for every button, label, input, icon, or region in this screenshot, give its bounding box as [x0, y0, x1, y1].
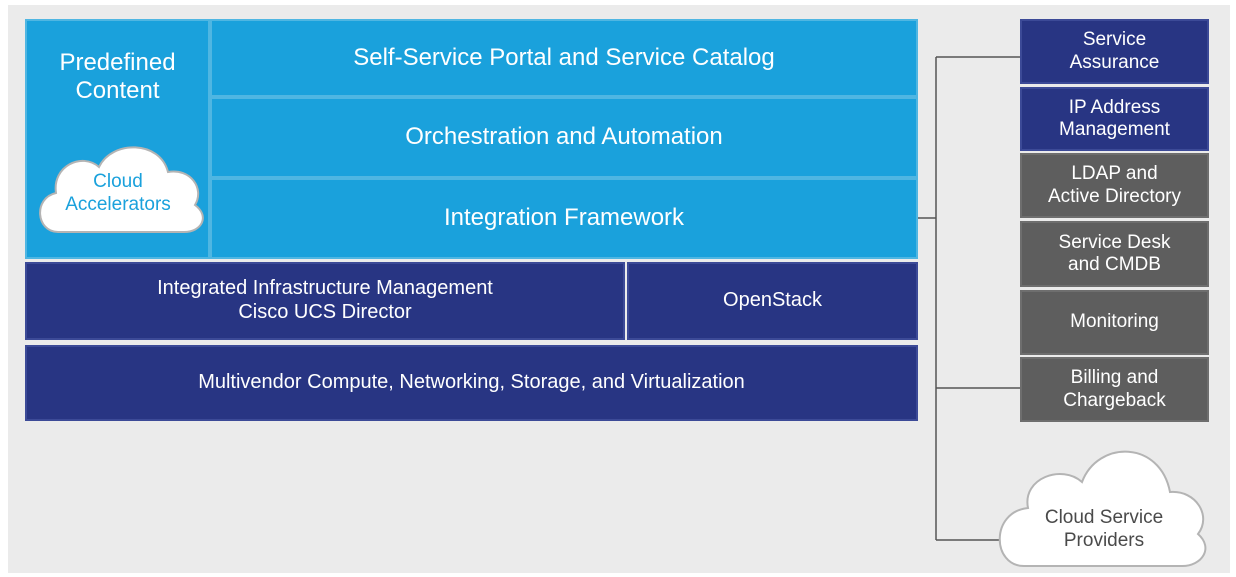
- self-service-portal-layer: Self-Service Portal and Service Catalog: [210, 19, 918, 97]
- predefined-line2: Content: [75, 77, 160, 105]
- monitoring-label: Monitoring: [1070, 311, 1159, 333]
- service-assurance-line1: Service: [1082, 29, 1147, 51]
- integrated-infrastructure-layer: Integrated Infrastructure Management Cis…: [25, 262, 625, 340]
- service-desk-line1: Service Desk: [1058, 231, 1171, 253]
- cloud-service-providers-line1: Cloud Service: [1044, 507, 1164, 528]
- orchestration-layer: Orchestration and Automation: [210, 97, 918, 178]
- service-assurance-line2: Assurance: [1069, 51, 1160, 73]
- ldap-line1: LDAP and: [1071, 163, 1158, 185]
- service-desk-cmdb-box: Service Desk and CMDB: [1020, 221, 1209, 287]
- service-assurance-box: Service Assurance: [1020, 19, 1209, 84]
- self-service-portal-label: Self-Service Portal and Service Catalog: [353, 43, 775, 71]
- billing-line1: Billing and: [1070, 367, 1159, 389]
- orchestration-label: Orchestration and Automation: [405, 123, 723, 151]
- predefined-line1: Predefined: [59, 49, 176, 76]
- openstack-label: OpenStack: [723, 289, 822, 312]
- cloud-accelerators-line2: Accelerators: [65, 193, 171, 215]
- iim-line1: Integrated Infrastructure Management: [157, 277, 493, 300]
- ip-address-line2: Management: [1059, 119, 1170, 140]
- ldap-line2: Active Directory: [1047, 185, 1182, 207]
- ip-address-management-box: IP Address Management: [1020, 87, 1209, 151]
- cloud-service-providers-line2: Providers: [1063, 529, 1145, 551]
- cloud-accelerators-label: Cloud Accelerators: [38, 171, 198, 217]
- integration-framework-layer: Integration Framework: [210, 178, 918, 259]
- iim-line2: Cisco UCS Director: [238, 301, 412, 323]
- service-desk-line2: and CMDB: [1068, 254, 1161, 275]
- billing-chargeback-box: Billing and Chargeback: [1020, 357, 1209, 422]
- openstack-layer: OpenStack: [627, 262, 918, 340]
- monitoring-box: Monitoring: [1020, 290, 1209, 355]
- billing-line2: Chargeback: [1063, 389, 1166, 411]
- multivendor-label: Multivendor Compute, Networking, Storage…: [198, 371, 745, 394]
- multivendor-layer: Multivendor Compute, Networking, Storage…: [25, 345, 918, 421]
- cloud-service-providers-label: Cloud Service Providers: [1006, 507, 1202, 553]
- integration-framework-label: Integration Framework: [443, 204, 685, 232]
- ldap-active-directory-box: LDAP and Active Directory: [1020, 153, 1209, 218]
- cloud-accelerators-line1: Cloud: [93, 171, 143, 192]
- ip-address-line1: IP Address: [1068, 96, 1161, 118]
